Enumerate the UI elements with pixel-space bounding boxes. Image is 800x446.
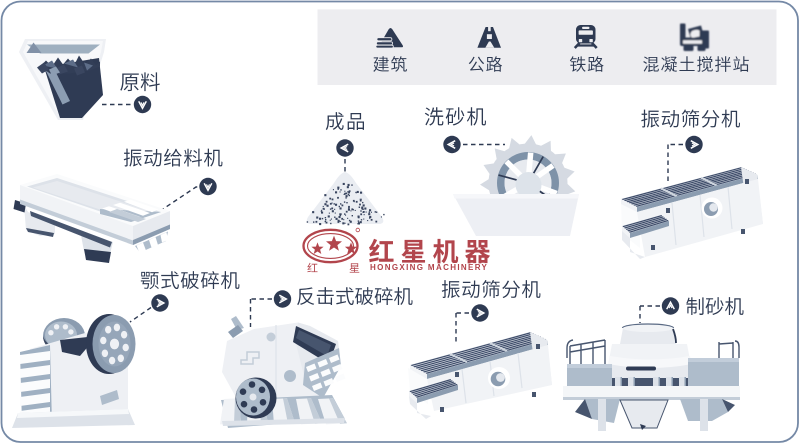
svg-text:HONGXING MACHINERY: HONGXING MACHINERY xyxy=(370,263,488,272)
